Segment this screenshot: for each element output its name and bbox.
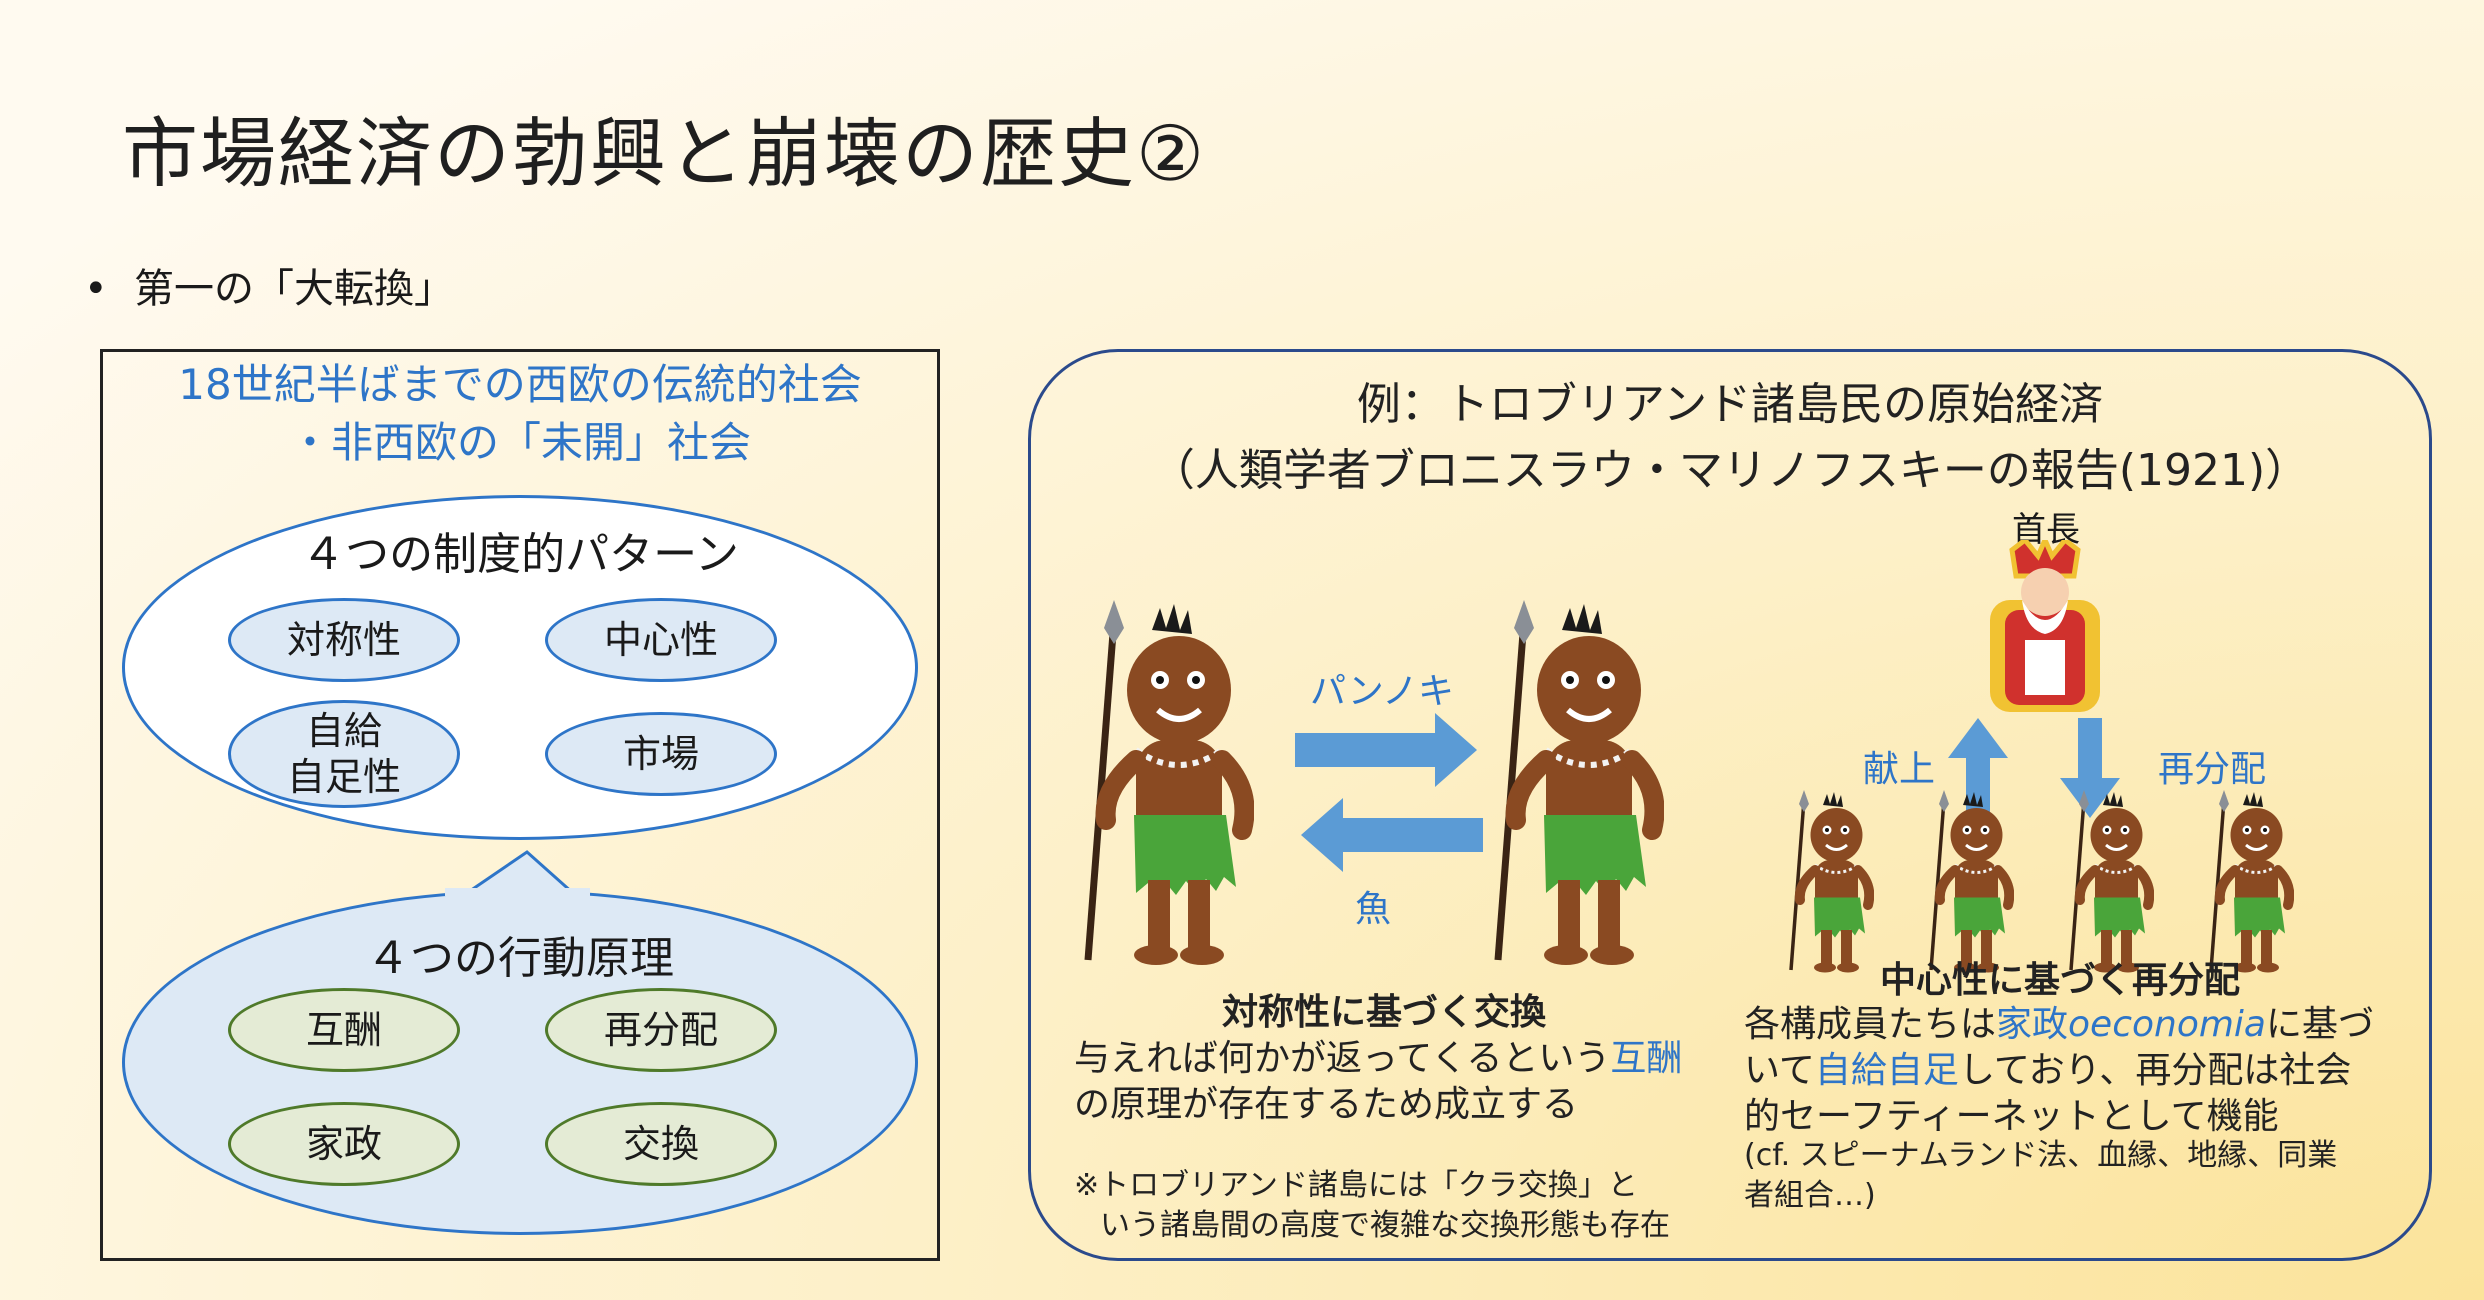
patterns-label: ４つの制度的パターン — [301, 529, 739, 580]
chief-illustration — [1990, 540, 2100, 712]
right-panel-heading: 例：トロブリアンド諸島民の原始経済 （人類学者ブロニスラウ・マリノフスキーの報告… — [1028, 372, 2432, 504]
villager-4-illustration — [2204, 790, 2294, 975]
principles-ellipse — [122, 890, 918, 1235]
kula-note-line1: ※トロブリアンド諸島には「クラ交換」と — [1074, 1168, 1638, 1203]
arrow-up-icon — [1948, 718, 2008, 818]
arrow-label-fish: 魚 — [1355, 889, 1392, 930]
tribute-label: 献上 — [1863, 749, 1936, 790]
right-heading-line2: （人類学者ブロニスラウ・マリノフスキーの報告(1921)） — [1150, 445, 2310, 496]
principle-redistribution: 再分配 — [545, 988, 777, 1072]
redistribution-cf: (cf. スピーナムランド法、血縁、地縁、同業 者組合…) — [1744, 1136, 2384, 1216]
principle-reciprocity: 互酬 — [228, 988, 460, 1072]
redistribution-title: 中心性に基づく再分配 — [1880, 960, 2241, 1001]
tribesman-left-illustration — [1074, 600, 1254, 970]
tribute-redistribution-arrows — [1948, 718, 2120, 818]
principle-householding: 家政 — [228, 1102, 460, 1186]
right-panel — [1028, 349, 2432, 1261]
exchange-arrows — [1295, 713, 1483, 872]
exchange-body: 与えれば何かが返ってくるという互酬 の原理が存在するため成立する — [1074, 1036, 1714, 1128]
exchange-body-a: 与えれば何かが返ってくるという — [1074, 1038, 1611, 1079]
bullet-text: 第一の「大転換」 — [134, 266, 454, 312]
pattern-symmetry: 対称性 — [228, 598, 460, 682]
pattern-market: 市場 — [545, 712, 777, 796]
kula-note: ※トロブリアンド諸島には「クラ交換」と いう諸島間の高度で複雑な交換形態も存在 — [1074, 1166, 1714, 1246]
arrow-label-breadfruit: パンノキ — [1310, 671, 1455, 712]
redis-highlight-household: 家政 — [1996, 1004, 2069, 1045]
arrow-left-icon — [1301, 798, 1483, 872]
redis-cf-line2: 者組合…) — [1744, 1178, 1876, 1213]
tribesman-right-illustration — [1484, 600, 1664, 970]
bullet-dot: • — [84, 266, 108, 312]
redis-d: しており、再分配は社会 — [1958, 1050, 2352, 1091]
left-heading-line1: 18世紀半ばまでの西欧の伝統的社会 — [178, 360, 862, 409]
redis-a: 各構成員たちは — [1744, 1004, 1997, 1045]
arrow-right-icon — [1295, 713, 1477, 787]
left-panel-heading: 18世紀半ばまでの西欧の伝統的社会 ・非西欧の「未開」社会 — [100, 356, 940, 472]
villager-3-illustration — [2064, 790, 2154, 975]
page-title: 市場経済の勃興と崩壊の歴史② — [122, 109, 1207, 198]
villager-2-illustration — [1924, 790, 2014, 975]
kula-note-line2: いう諸島間の高度で複雑な交換形態も存在 — [1100, 1208, 1670, 1243]
arrow-down-icon — [2060, 718, 2120, 818]
bullet-item: • 第一の「大転換」 — [84, 256, 454, 314]
left-panel — [100, 349, 940, 1261]
redis-e: 的セーフティーネットとして機能 — [1744, 1096, 2279, 1137]
redis-highlight-oeconomia: oeconomia — [2068, 1004, 2266, 1045]
redis-highlight-autarky: 自給自足 — [1814, 1050, 1959, 1091]
villager-1-illustration — [1784, 790, 1874, 975]
redis-c: いて — [1744, 1050, 1815, 1091]
tail-joint — [445, 888, 590, 896]
redistribution-label: 再分配 — [2158, 749, 2267, 790]
redis-cf-line1: (cf. スピーナムランド法、血縁、地縁、同業 — [1744, 1138, 2338, 1173]
exchange-title: 対称性に基づく交換 — [1222, 992, 1547, 1033]
exchange-body-highlight: 互酬 — [1610, 1038, 1683, 1079]
pattern-centricity: 中心性 — [545, 598, 777, 682]
left-heading-line2: ・非西欧の「未開」社会 — [288, 418, 751, 467]
redis-b: に基づ — [2266, 1004, 2375, 1045]
principle-exchange: 交換 — [545, 1102, 777, 1186]
right-heading-line1: 例：トロブリアンド諸島民の原始経済 — [1356, 379, 2104, 430]
pattern-autarky: 自給 自足性 — [228, 700, 460, 808]
exchange-body-b: の原理が存在するため成立する — [1074, 1084, 1579, 1125]
redistribution-body: 各構成員たちは家政oeconomiaに基づ いて自給自足しており、再分配は社会 … — [1744, 1002, 2384, 1140]
principles-label: ４つの行動原理 — [366, 933, 674, 984]
